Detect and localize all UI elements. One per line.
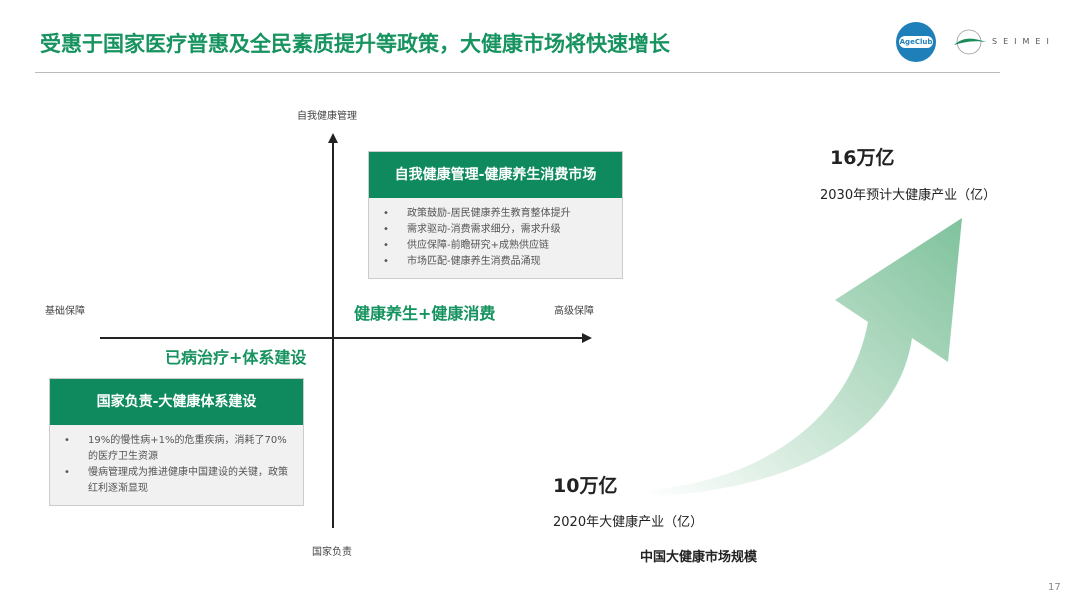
axis-label-top: 自我健康管理 xyxy=(297,111,357,122)
bullet-item: •19%的慢性病+1%的危重疾病，消耗了70%的医疗卫生资源 xyxy=(64,435,287,462)
title-divider xyxy=(35,72,1000,73)
seimei-logo-text: SEIMEI xyxy=(992,37,1055,46)
axis-label-right: 高级保障 xyxy=(554,306,594,317)
ageclub-logo: AgeClub xyxy=(896,22,936,62)
slide-title: 受惠于国家医疗普惠及全民素质提升等政策，大健康市场将快速增长 xyxy=(40,32,670,56)
quadrant-bottom-card: 国家负责-大健康体系建设 •19%的慢性病+1%的危重疾病，消耗了70%的医疗卫… xyxy=(49,378,304,506)
quadrant-top-card: 自我健康管理-健康养生消费市场 •政策鼓励-居民健康养生教育整体提升 •需求驱动… xyxy=(368,151,623,279)
market-start-label: 2020年大健康产业（亿） xyxy=(553,515,704,530)
ageclub-logo-text: AgeClub xyxy=(899,36,933,48)
axis-label-bottom: 国家负责 xyxy=(312,547,352,558)
bullet-item: •需求驱动-消费需求细分，需求升级 xyxy=(383,224,561,235)
quadrant-top-tag: 健康养生+健康消费 xyxy=(354,304,496,323)
growth-arrow xyxy=(645,218,962,497)
bullet-item: •供应保障-前瞻研究+成熟供应链 xyxy=(383,240,549,251)
market-start-value: 10万亿 xyxy=(553,475,618,497)
quadrant-bottom-tag: 已病治疗+体系建设 xyxy=(165,348,307,367)
axis-arrow-right-icon xyxy=(582,333,592,343)
card-header: 自我健康管理-健康养生消费市场 xyxy=(369,152,622,198)
card-header: 国家负责-大健康体系建设 xyxy=(50,379,303,425)
market-end-value: 16万亿 xyxy=(830,147,895,169)
bullet-item: •政策鼓励-居民健康养生教育整体提升 xyxy=(383,208,571,219)
market-end-label: 2030年预计大健康产业（亿） xyxy=(820,188,997,203)
bullet-item: •慢病管理成为推进健康中国建设的关键，政策红利逐渐显现 xyxy=(64,467,288,494)
seimei-logo: SEIMEI xyxy=(952,28,1049,60)
axis-label-left: 基础保障 xyxy=(45,306,85,317)
market-caption: 中国大健康市场规模 xyxy=(640,550,758,565)
seimei-leaf-icon xyxy=(954,29,986,55)
page-number: 17 xyxy=(1048,582,1061,593)
axis-arrow-up-icon xyxy=(328,133,338,143)
bullet-item: •市场匹配-健康养生消费品涌现 xyxy=(383,256,541,267)
